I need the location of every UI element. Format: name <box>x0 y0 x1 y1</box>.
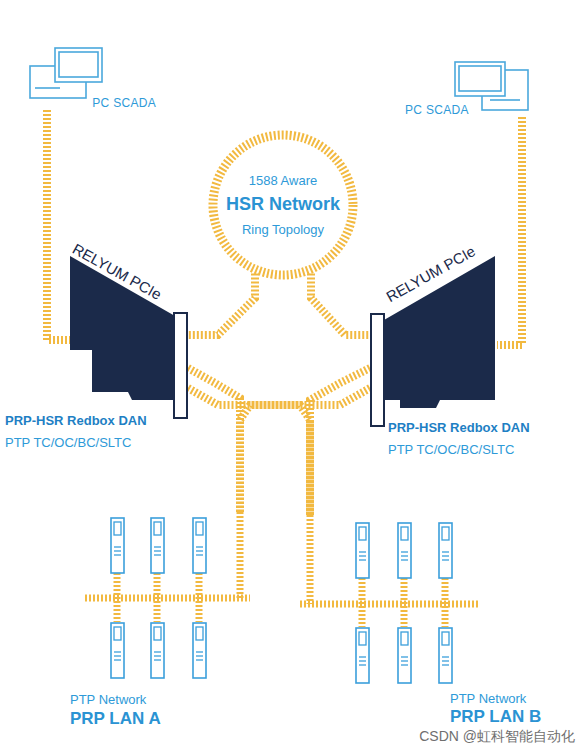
card-label: PRP-HSR Redbox DAN <box>388 420 530 436</box>
server-icon <box>151 518 164 573</box>
server-icon <box>398 628 411 683</box>
server-icon <box>111 518 124 573</box>
server-icon <box>356 628 369 683</box>
ring-label: HSR Network <box>208 194 358 216</box>
server-icon <box>193 623 206 678</box>
network-link <box>311 273 370 335</box>
network-label: PRP LAN B <box>450 707 541 727</box>
server-icon <box>356 523 369 578</box>
bus-line <box>442 578 449 627</box>
server-icon <box>193 518 206 573</box>
bus-line <box>196 573 203 622</box>
ring-label: 1588 Aware <box>208 173 358 189</box>
bus-line <box>359 578 366 627</box>
pc-monitor <box>55 48 102 82</box>
server-icon <box>439 523 452 578</box>
watermark: CSDN @虹科智能自动化 <box>419 728 575 746</box>
server-icon <box>439 628 452 683</box>
pc-slot <box>490 99 520 101</box>
pc-slot <box>35 87 60 89</box>
ring-label: Ring Topology <box>208 222 358 238</box>
card-label: PTP TC/OC/BC/SLTC <box>5 435 131 451</box>
lan-bus <box>85 512 478 627</box>
pc-screen <box>59 52 98 77</box>
network-link <box>47 110 70 340</box>
bus-line <box>154 573 161 622</box>
pcie-card: RELYUM PCIePRP-HSR Redbox DANPTP TC/OC/B… <box>370 248 497 418</box>
card-label: PTP TC/OC/BC/SLTC <box>388 442 514 458</box>
pc-node: PC SCADA <box>28 48 156 110</box>
pc-node: PC SCADA <box>400 55 535 117</box>
device-label: PC SCADA <box>92 96 156 110</box>
network-link <box>188 368 240 512</box>
network-link <box>188 388 310 515</box>
network-link <box>188 273 255 335</box>
card-bracket <box>174 313 187 418</box>
bus-line <box>237 512 244 598</box>
network-link <box>240 388 370 512</box>
bus-line <box>401 578 408 627</box>
ring-network: 1588 AwareHSR NetworkRing Topology <box>208 130 358 280</box>
server-icon <box>111 623 124 678</box>
network-label: PRP LAN A <box>70 709 161 729</box>
lan-group: PTP NetworkPRP LAN B <box>300 515 540 715</box>
device-label: PC SCADA <box>405 103 469 117</box>
server-icon <box>398 523 411 578</box>
bus-line <box>114 573 121 622</box>
servers <box>111 518 452 683</box>
pc-icon <box>30 48 102 98</box>
card-bracket <box>371 314 384 426</box>
network-link <box>497 117 522 345</box>
pc-monitor <box>455 62 505 96</box>
bus-line <box>85 595 250 602</box>
network-link <box>310 368 370 515</box>
lan-group: PTP NetworkPRP LAN A <box>65 512 250 732</box>
network-label: PTP Network <box>450 691 526 707</box>
bus-line <box>307 515 314 604</box>
network-label: PTP Network <box>70 692 146 708</box>
server-icon <box>151 623 164 678</box>
bus-line <box>300 601 478 608</box>
pcie-card: RELYUM PCIePRP-HSR Redbox DANPTP TC/OC/B… <box>70 238 188 403</box>
card-label: PRP-HSR Redbox DAN <box>5 413 147 429</box>
pc-screen <box>459 66 501 91</box>
